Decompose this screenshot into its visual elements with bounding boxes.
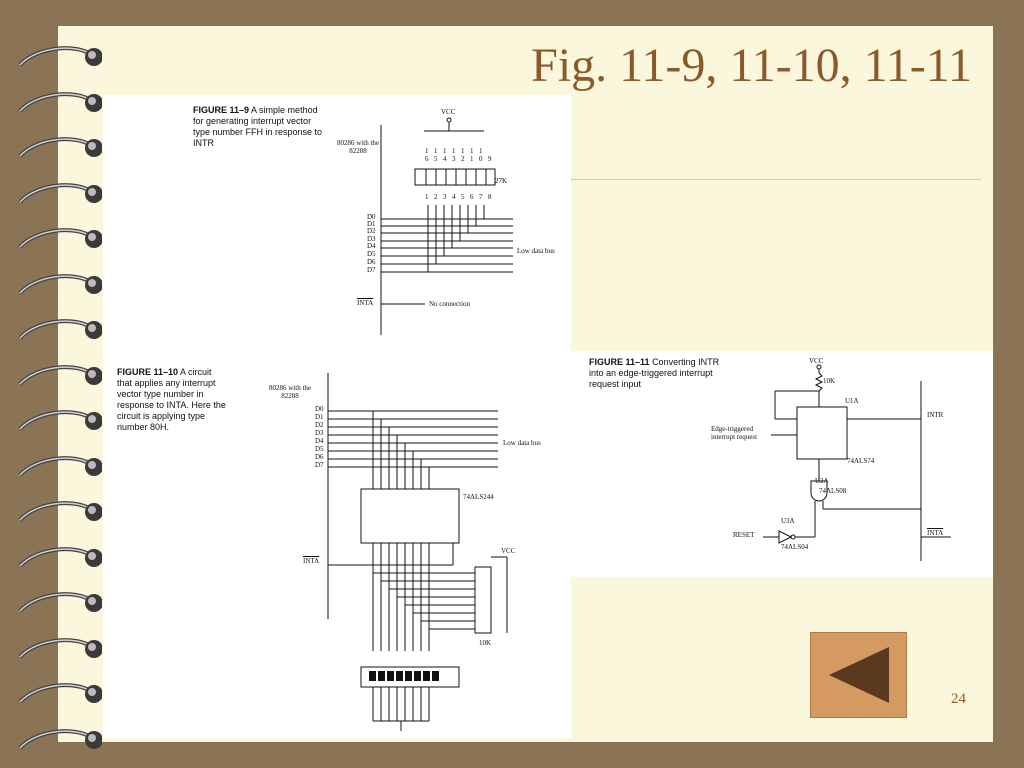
fig10-data-line-label: D1 bbox=[315, 413, 324, 421]
fig9-data-line-label: D2 bbox=[367, 227, 376, 235]
fig9-pin-bottom-label: 6 bbox=[470, 193, 474, 201]
fig10-data-line-label: D6 bbox=[315, 453, 324, 461]
fig9-data-line-label: D0 bbox=[367, 213, 376, 221]
fig9-pin-top-label: 1 bbox=[434, 147, 438, 155]
fig11-caption: FIGURE 11–11 Converting INTR into an edg… bbox=[589, 357, 724, 390]
fig9-pin-top-label: 1 bbox=[425, 147, 429, 155]
fig11-caption-text: Converting INTR into an edge-triggered i… bbox=[589, 357, 720, 389]
fig10-data-line-label: D5 bbox=[315, 445, 324, 453]
fig10-schematic bbox=[327, 373, 508, 731]
fig11-inv-part: 74ALS04 bbox=[781, 543, 809, 551]
previous-slide-button[interactable] bbox=[810, 632, 907, 718]
fig10-bus-label: Low data bus bbox=[503, 439, 541, 447]
fig11-ff-part: 74ALS74 bbox=[847, 457, 875, 465]
binding-ring bbox=[16, 409, 103, 435]
triangle-left-icon bbox=[829, 647, 889, 703]
binding-ring bbox=[16, 364, 103, 390]
fig9-pin-top2-label: 5 bbox=[434, 155, 438, 163]
fig9-bus-label: Low data bus bbox=[517, 247, 555, 255]
fig10-data-line-label: D3 bbox=[315, 429, 324, 437]
fig9-pin-top-label: 1 bbox=[452, 147, 456, 155]
fig9-pin-bottom-label: 5 bbox=[461, 193, 465, 201]
fig9-data-line-label: D1 bbox=[367, 220, 376, 228]
fig9-pin-bottom-label: 2 bbox=[434, 193, 438, 201]
fig9-data-line-label: D3 bbox=[367, 235, 376, 243]
binding-ring bbox=[16, 637, 103, 663]
divider-line bbox=[571, 179, 981, 180]
binding-ring bbox=[16, 546, 103, 572]
fig10-data-line-label: D7 bbox=[315, 461, 324, 469]
fig10-vcc-label: VCC bbox=[501, 547, 516, 555]
fig10-data-line-label: D2 bbox=[315, 421, 324, 429]
figure-11-11: FIGURE 11–11 Converting INTR into an edg… bbox=[571, 351, 993, 577]
fig9-pin-top-label: 1 bbox=[479, 147, 483, 155]
fig9-pin-top-label: 1 bbox=[443, 147, 447, 155]
fig9-resistor-label: 27K bbox=[495, 177, 508, 185]
binding-ring bbox=[16, 227, 103, 253]
figure-11-10: FIGURE 11–10 A circuit that applies any … bbox=[103, 351, 571, 738]
fig9-pin-top-label: 1 bbox=[470, 147, 474, 155]
fig9-pin-top2-label: 0 bbox=[479, 155, 483, 163]
fig9-data-line-label: D7 bbox=[367, 266, 376, 274]
binding-ring bbox=[16, 182, 103, 208]
fig11-ff-name: U1A bbox=[845, 397, 859, 405]
fig9-inta-label: INTA bbox=[357, 299, 374, 307]
fig11-vcc-label: VCC bbox=[809, 357, 824, 365]
fig11-resistor-label: 10K bbox=[823, 377, 836, 385]
fig10-caption-text: A circuit that applies any interrupt vec… bbox=[117, 367, 226, 432]
binding-ring bbox=[16, 455, 103, 481]
fig9-data-line-label: D4 bbox=[367, 242, 376, 250]
fig11-intr-label: INTR bbox=[927, 411, 944, 419]
slide-title: Fig. 11-9, 11-10, 11-11 bbox=[531, 39, 972, 92]
fig11-schematic bbox=[763, 364, 951, 561]
binding-ring bbox=[16, 728, 103, 754]
fig9-pin-bottom-label: 1 bbox=[425, 193, 429, 201]
fig10-data-line-label: D4 bbox=[315, 437, 324, 445]
fig11-and-part: 74ALS08 bbox=[819, 487, 847, 495]
fig9-vcc-label: VCC bbox=[441, 108, 456, 116]
binding-ring bbox=[16, 318, 103, 344]
binding-ring bbox=[16, 682, 103, 708]
fig9-pin-top-label: 1 bbox=[461, 147, 465, 155]
fig9-pin-top2-label: 3 bbox=[452, 155, 456, 163]
fig11-inta-label: INTA bbox=[927, 529, 944, 537]
fig9-data-line-label: D6 bbox=[367, 258, 376, 266]
fig9-pin-top2-label: 2 bbox=[461, 155, 465, 163]
fig11-caption-number: FIGURE 11–11 bbox=[589, 357, 650, 367]
figure-11-9: FIGURE 11–9 A simple method for generati… bbox=[103, 95, 571, 351]
fig9-caption-number: FIGURE 11–9 bbox=[193, 105, 250, 115]
fig9-pin-bottom-label: 4 bbox=[452, 193, 456, 201]
fig10-data-line-label: D0 bbox=[315, 405, 324, 413]
fig9-pin-bottom-label: 8 bbox=[488, 193, 492, 201]
fig10-inta-label: INTA bbox=[303, 557, 320, 565]
binding-ring bbox=[16, 500, 103, 526]
fig9-pin-top2-label: 4 bbox=[443, 155, 447, 163]
fig9-pin-top2-label: 1 bbox=[470, 155, 474, 163]
fig10-caption-number: FIGURE 11–10 bbox=[117, 367, 179, 377]
fig9-caption: FIGURE 11–9 A simple method for generati… bbox=[193, 105, 323, 149]
fig11-input-label: Edge-triggered interrupt request bbox=[711, 425, 758, 441]
binding-ring bbox=[16, 45, 103, 71]
binding-ring bbox=[16, 136, 103, 162]
binding-ring bbox=[16, 273, 103, 299]
fig10-resistor-label: 10K bbox=[479, 639, 492, 647]
fig10-chip-label: 74ALS244 bbox=[463, 493, 494, 501]
fig9-caption-text: A simple method for generating interrupt… bbox=[193, 105, 323, 148]
fig9-pin-bottom-label: 7 bbox=[479, 193, 483, 201]
fig9-pin-top2-label: 6 bbox=[425, 155, 429, 163]
fig11-reset-label: RESET bbox=[733, 531, 755, 539]
fig9-pin-bottom-label: 3 bbox=[443, 193, 447, 201]
fig9-no-connection-label: No connection bbox=[429, 300, 471, 308]
fig10-caption: FIGURE 11–10 A circuit that applies any … bbox=[117, 367, 227, 433]
fig10-cpu-label: 80286 with the 82288 bbox=[269, 384, 311, 400]
fig11-inv-name: U3A bbox=[781, 517, 795, 525]
binding-ring bbox=[16, 591, 103, 617]
fig9-data-line-label: D5 bbox=[367, 250, 376, 258]
binding-ring bbox=[16, 91, 103, 117]
fig9-schematic bbox=[380, 117, 513, 335]
page-number: 24 bbox=[951, 691, 966, 707]
fig9-pin-top2-label: 9 bbox=[488, 155, 492, 163]
fig9-cpu-label: 80286 with the 82288 bbox=[337, 139, 379, 155]
